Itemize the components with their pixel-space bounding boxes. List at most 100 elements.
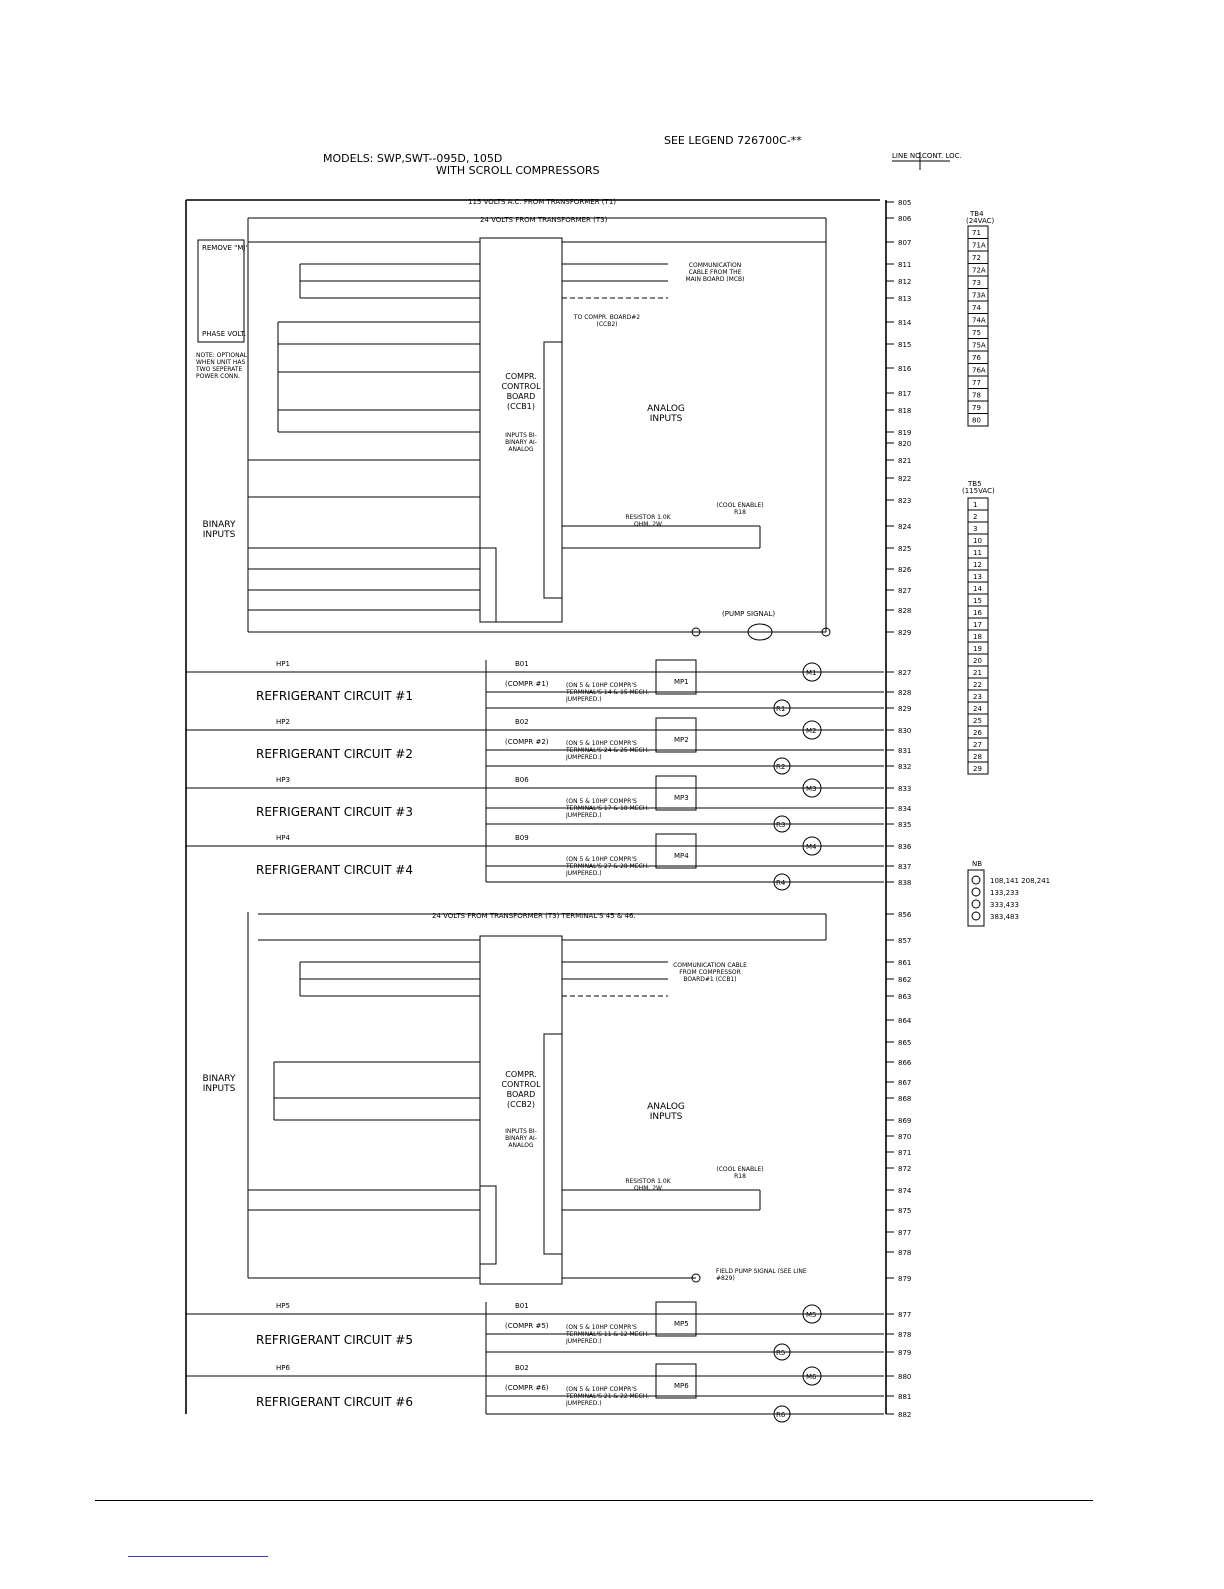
nb-block xyxy=(967,869,985,927)
hp6-label: HP6 xyxy=(276,1364,290,1372)
line-number: 874 xyxy=(898,1187,912,1195)
ccb2-inputs: INPUTS BI-BINARY AI-ANALOG xyxy=(505,1128,537,1149)
line-number: 826 xyxy=(898,566,912,574)
circuit-6: REFRIGERANT CIRCUIT #6 HP6 M6 R6 MP6 B02… xyxy=(186,1363,884,1423)
line-number: 827 xyxy=(898,669,911,677)
nb-terminal xyxy=(971,899,981,909)
m3-label: M3 xyxy=(806,785,817,793)
ccb2-title: COMPR. CONTROL BOARD (CCB2) xyxy=(501,1070,540,1109)
tb4-terminal-label: 75A xyxy=(972,342,986,350)
mp2-label: MP2 xyxy=(674,736,689,744)
tb5-terminal-label: 18 xyxy=(973,633,982,641)
circuit-2-name: REFRIGERANT CIRCUIT #2 xyxy=(256,747,413,761)
tb5-terminal-label: 22 xyxy=(973,681,982,689)
line-number: 828 xyxy=(898,607,911,615)
line-number: 862 xyxy=(898,976,911,984)
circuit-6-name: REFRIGERANT CIRCUIT #6 xyxy=(256,1395,413,1409)
ccb1-inputs: INPUTS BI-BINARY AI-ANALOG xyxy=(505,432,537,453)
line-number: 805 xyxy=(898,199,911,207)
hp1-label: HP1 xyxy=(276,660,290,668)
b09-label: B09 xyxy=(515,834,529,842)
line-number: 814 xyxy=(898,319,912,327)
b01-bottom-label: B01 xyxy=(515,1302,529,1310)
line-number: 856 xyxy=(898,911,912,919)
tb4-terminal xyxy=(967,413,989,427)
line-number: 825 xyxy=(898,545,911,553)
line-number: 816 xyxy=(898,365,912,373)
rail-24v-label: 24 VOLTS FROM TRANSFORMER (T3) xyxy=(480,216,608,224)
line-number: 817 xyxy=(898,390,911,398)
m4-label: M4 xyxy=(806,843,817,851)
line-no-header: LINE NO. xyxy=(892,152,923,160)
tb5-terminal-label: 26 xyxy=(973,729,982,737)
tb5-terminal-label: 15 xyxy=(973,597,982,605)
line-number: 833 xyxy=(898,785,911,793)
ccb2-binary-strip xyxy=(479,1185,497,1265)
line-number: 868 xyxy=(898,1095,911,1103)
line-number: 857 xyxy=(898,937,911,945)
circuit-5-name: REFRIGERANT CIRCUIT #5 xyxy=(256,1333,413,1347)
line-number: 822 xyxy=(898,475,911,483)
m5-label: M5 xyxy=(806,1311,817,1319)
circuit-1-name: REFRIGERANT CIRCUIT #1 xyxy=(256,689,413,703)
line-number: 821 xyxy=(898,457,911,465)
tb4-terminal-label: 72A xyxy=(972,267,986,275)
tb5-terminal-label: 17 xyxy=(973,621,982,629)
b06-label: B06 xyxy=(515,776,529,784)
cool-enable-bottom: (COOL ENABLE) R18 xyxy=(716,1166,763,1180)
compr2-label: (COMPR #2) xyxy=(505,738,549,746)
r5-label: R5 xyxy=(776,1349,785,1357)
line-number: 813 xyxy=(898,295,911,303)
cont-loc-header: CONT. LOC. xyxy=(922,152,962,160)
analog-inputs-top: ANALOG INPUTS xyxy=(647,404,685,424)
line-number: 820 xyxy=(898,440,911,448)
line-number: 807 xyxy=(898,239,911,247)
tb5-terminal-label: 23 xyxy=(973,693,982,701)
binary-inputs-top: BINARY INPUTS xyxy=(203,520,236,540)
tb4-terminal-label: 80 xyxy=(972,417,981,425)
nb-terminal xyxy=(971,911,981,921)
pump-signal: (PUMP SIGNAL) xyxy=(722,610,775,618)
line-number: 881 xyxy=(898,1393,911,1401)
line-number: 872 xyxy=(898,1165,911,1173)
pump-signal-coil xyxy=(747,623,773,641)
phase-volt-box xyxy=(197,239,245,343)
resistor-top: RESISTOR 1.0K OHM, 2W xyxy=(625,514,670,528)
hp5-label: HP5 xyxy=(276,1302,290,1310)
tb5-terminal-label: 27 xyxy=(973,741,982,749)
line-number: 811 xyxy=(898,261,911,269)
line-number: 877 xyxy=(898,1311,911,1319)
terminal-113-bottom xyxy=(691,1273,701,1283)
mp1-label: MP1 xyxy=(674,678,689,686)
mp5-label: MP5 xyxy=(674,1320,689,1328)
tb4-terminal-label: 75 xyxy=(972,329,981,337)
terminal-113 xyxy=(691,627,701,637)
tb5-terminal-label: 10 xyxy=(973,537,982,545)
b02-label: B02 xyxy=(515,718,529,726)
line-number: 818 xyxy=(898,407,911,415)
binary-rungs-bottom xyxy=(248,939,761,1279)
nb-terminal-ref: 333,433 xyxy=(990,901,1019,909)
cool-enable-top: (COOL ENABLE) R18 xyxy=(716,502,763,516)
circuit-4-name: REFRIGERANT CIRCUIT #4 xyxy=(256,863,413,877)
tb5-terminal-label: 3 xyxy=(973,525,977,533)
line-number: 878 xyxy=(898,1249,911,1257)
line-number: 823 xyxy=(898,497,911,505)
hp2-label: HP2 xyxy=(276,718,290,726)
line-number: 878 xyxy=(898,1331,911,1339)
nb-terminal-ref: 133,233 xyxy=(990,889,1019,897)
line-number: 879 xyxy=(898,1349,911,1357)
footer-link[interactable] xyxy=(128,1556,268,1557)
line-number: 828 xyxy=(898,689,911,697)
compr5-label: (COMPR #5) xyxy=(505,1322,549,1330)
tb5-terminal-label: 25 xyxy=(973,717,982,725)
r6-label: R6 xyxy=(776,1411,786,1419)
line-number: 831 xyxy=(898,747,911,755)
rail-24v-bottom-label: 24 VOLTS FROM TRANSFORMER (T3) TERMINAL'… xyxy=(432,912,636,920)
line-number: 864 xyxy=(898,1017,912,1025)
to-compr-board: TO COMPR. BOARD#2 (CCB2) xyxy=(574,314,640,328)
models-sub: WITH SCROLL COMPRESSORS xyxy=(436,164,600,177)
tb5-title: TB5 xyxy=(967,480,982,488)
